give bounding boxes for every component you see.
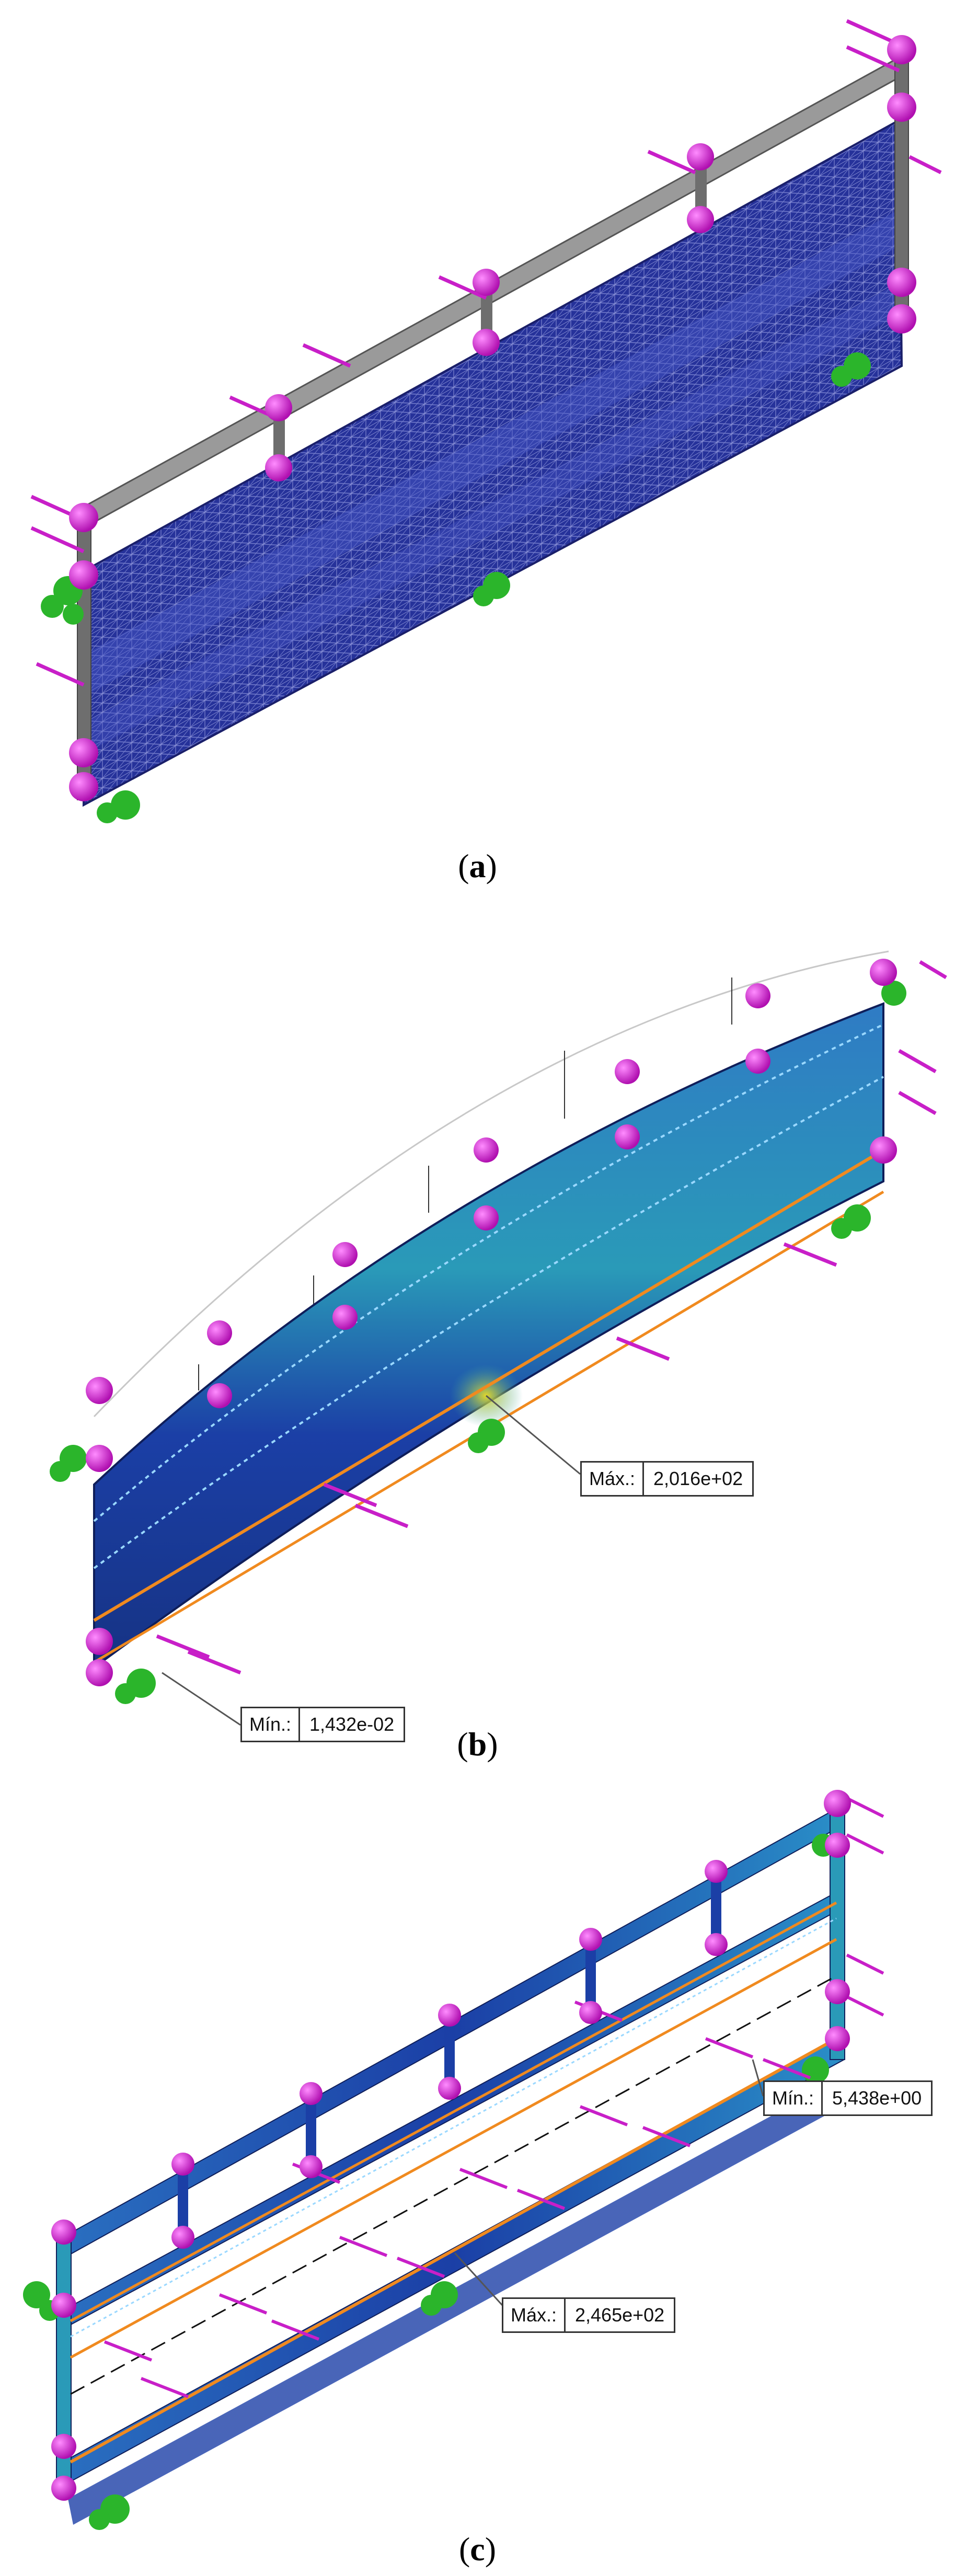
panel-b: Máx.: 2,016e+02 Mín.: 1,432e-02 (b) bbox=[0, 920, 955, 1767]
orange-line bbox=[93, 1148, 884, 1622]
sphere-markers bbox=[69, 35, 916, 801]
max-stress-callout-b: Máx.: 2,016e+02 bbox=[580, 1461, 754, 1497]
orange-line bbox=[70, 1901, 837, 2322]
panel-c: Mín.: 5,438e+00 Máx.: 2,465e+02 (c) bbox=[0, 1767, 955, 2576]
max-value: 2,465e+02 bbox=[575, 2304, 665, 2326]
min-label: Mín.: bbox=[765, 2082, 823, 2114]
sphere-markers-b bbox=[86, 959, 897, 1686]
min-stress-callout-c: Mín.: 5,438e+00 bbox=[763, 2080, 933, 2116]
max-label: Máx.: bbox=[582, 1463, 645, 1495]
orange-line bbox=[70, 1938, 837, 2359]
max-label: Máx.: bbox=[503, 2299, 566, 2331]
min-value: 5,438e+00 bbox=[832, 2087, 922, 2109]
max-stress-callout-c: Máx.: 2,465e+02 bbox=[502, 2297, 676, 2333]
min-value: 1,432e-02 bbox=[309, 1714, 395, 1735]
load-arrows bbox=[30, 19, 942, 687]
mesh-band bbox=[86, 209, 900, 695]
fixtures-c bbox=[23, 1834, 835, 2530]
max-value: 2,016e+02 bbox=[653, 1468, 743, 1489]
sphere-markers-c bbox=[51, 1790, 851, 2501]
fixtures-b bbox=[50, 981, 906, 1704]
panel-c-drawing bbox=[23, 1790, 884, 2530]
fixtures bbox=[41, 352, 871, 823]
load-arrows-b bbox=[156, 960, 947, 1675]
mesh-band bbox=[86, 282, 900, 753]
min-stress-callout-b: Mín.: 1,432e-02 bbox=[240, 1707, 406, 1742]
orange-line bbox=[70, 2037, 837, 2464]
caption-a: (a) bbox=[458, 847, 497, 884]
caption-b: (b) bbox=[457, 1726, 498, 1763]
panel-b-drawing bbox=[50, 950, 947, 1726]
min-label: Mín.: bbox=[242, 1708, 301, 1741]
caption-c: (c) bbox=[458, 2531, 497, 2568]
panel-a: (a) bbox=[0, 0, 955, 920]
panel-a-drawing bbox=[30, 19, 942, 823]
